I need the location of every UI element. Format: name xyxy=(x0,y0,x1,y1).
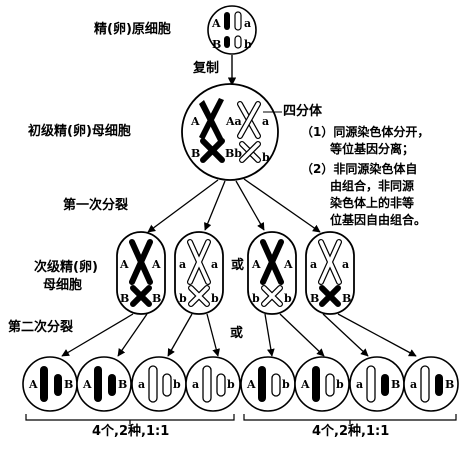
replicate-label: 复制 xyxy=(193,61,220,76)
gene-label: b xyxy=(211,292,219,305)
note-line-3: （2）非同源染色体自 xyxy=(301,162,418,176)
primordial-chromosomes xyxy=(224,11,242,49)
or-label-2: 或 xyxy=(230,326,244,341)
result-right-label: 4个,2种,1:1 xyxy=(312,424,390,439)
or-label-1: 或 xyxy=(231,258,245,273)
chromosome-black-B xyxy=(200,138,225,163)
chromosome-white-a xyxy=(237,101,261,139)
gene-label: a xyxy=(179,258,186,271)
final-cell-5 xyxy=(240,356,296,412)
gene-label: a xyxy=(138,378,145,391)
gene-label: B xyxy=(212,38,221,51)
final-cell-2 xyxy=(76,356,132,412)
gene-label: A xyxy=(283,258,293,271)
result-left-label: 4个,2种,1:1 xyxy=(92,424,170,439)
gene-label: b xyxy=(284,292,292,305)
gene-label: B xyxy=(118,378,127,391)
gene-label: a xyxy=(244,17,251,30)
secondary-label-line1: 次级精(卵) xyxy=(34,260,98,275)
primordial-cell xyxy=(207,5,257,55)
gene-label: b xyxy=(173,378,181,391)
final-cell-4 xyxy=(185,356,241,412)
tetrad-label: 四分体 xyxy=(283,104,323,119)
gene-label: B xyxy=(64,378,73,391)
first-division-arrows xyxy=(147,178,321,233)
gene-label: B xyxy=(391,378,400,391)
final-cell-1 xyxy=(22,356,78,412)
gene-label: a xyxy=(356,378,363,391)
gene-label: A xyxy=(82,378,92,391)
gene-label: B xyxy=(191,147,200,160)
gene-label: A xyxy=(251,258,261,271)
primordial-label: 精(卵)原细胞 xyxy=(94,22,171,37)
chromosome-black-A xyxy=(199,98,224,143)
note-line-2: 等位基因分离； xyxy=(330,142,415,156)
gene-label: A xyxy=(190,115,200,128)
gene-label: B xyxy=(342,292,351,305)
gene-label: a xyxy=(342,258,349,271)
note-line-4: 由组合，非同源 xyxy=(330,179,415,193)
note-line-5: 染色体上的非等 xyxy=(330,196,415,210)
secondary-cell-1 xyxy=(116,231,166,315)
gene-label: B xyxy=(310,292,319,305)
gene-label: Aa xyxy=(225,115,242,128)
gene-label: a xyxy=(211,258,218,271)
final-cell-6 xyxy=(294,356,350,412)
note-line-6: 位基因自由组合。 xyxy=(330,213,427,227)
result-bracket-right xyxy=(243,414,457,424)
secondary-cell-2 xyxy=(174,231,224,315)
final-cell-8 xyxy=(403,356,459,412)
gene-label: b xyxy=(252,292,260,305)
gene-label: a xyxy=(192,378,199,391)
gene-label: b xyxy=(282,378,290,391)
note-line-1: （1）同源染色体分开， xyxy=(301,125,430,139)
gene-label: A xyxy=(119,258,129,271)
primary-cell xyxy=(181,83,279,181)
final-cell-3 xyxy=(131,356,187,412)
gene-label: b xyxy=(227,378,235,391)
second-division-label: 第二次分裂 xyxy=(8,320,74,335)
gene-label: a xyxy=(262,115,269,128)
gene-label: Bb xyxy=(225,147,242,160)
gene-label: A xyxy=(211,17,221,30)
chromosome-white-b xyxy=(239,141,261,163)
result-bracket-left xyxy=(25,414,235,424)
primary-label: 初级精(卵)母细胞 xyxy=(28,124,131,139)
gene-label: b xyxy=(336,378,344,391)
gene-label: b xyxy=(244,38,252,51)
gene-label: b xyxy=(179,292,187,305)
gene-label: B xyxy=(152,292,161,305)
gene-label: a xyxy=(410,378,417,391)
gene-label: B xyxy=(445,378,454,391)
gene-label: A xyxy=(151,258,161,271)
gene-label: A xyxy=(28,378,38,391)
secondary-label-line2: 母细胞 xyxy=(43,278,83,293)
first-division-label: 第一次分裂 xyxy=(63,198,129,213)
secondary-cell-4 xyxy=(305,231,355,315)
second-division-arrows xyxy=(61,313,417,357)
gene-label: A xyxy=(246,378,256,391)
gene-label: b xyxy=(262,151,270,164)
gene-label: A xyxy=(300,378,310,391)
gene-label: B xyxy=(120,292,129,305)
secondary-cell-3 xyxy=(247,231,297,315)
gene-label: a xyxy=(310,258,317,271)
